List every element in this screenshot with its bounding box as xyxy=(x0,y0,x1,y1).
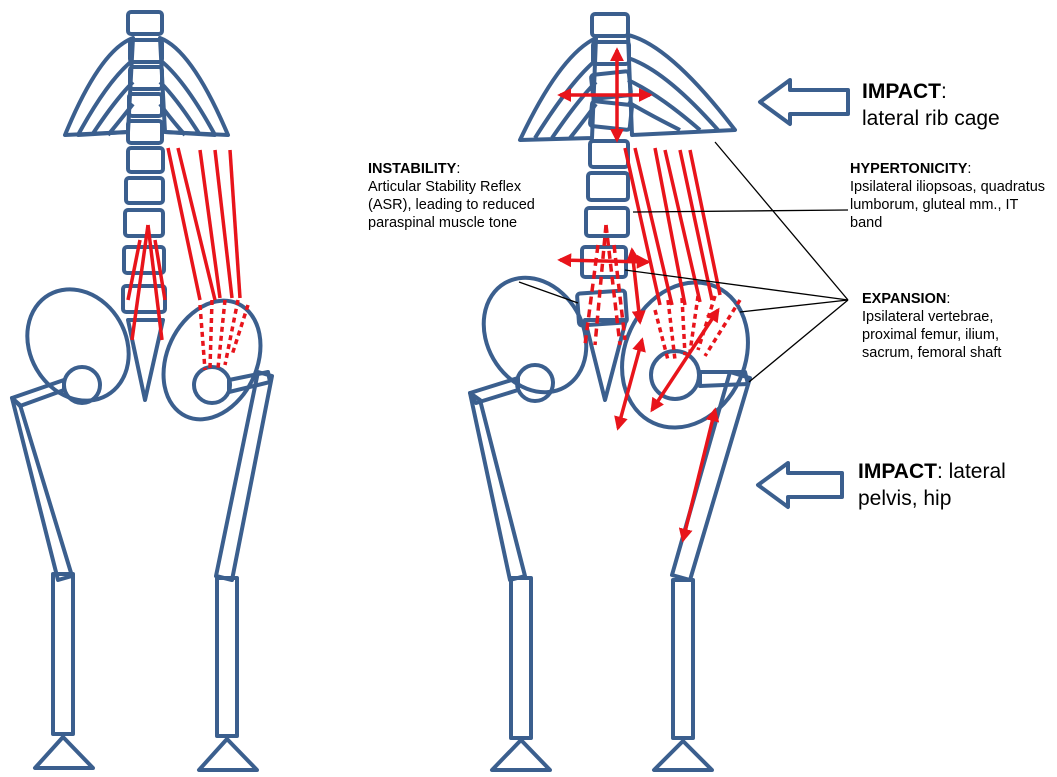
hypertonicity-title: HYPERTONICITY xyxy=(850,161,967,177)
hypertonicity-label: HYPERTONICITY: Ipsilateral iliopsoas, qu… xyxy=(850,160,1050,233)
expansion-text: Ipsilateral vertebrae, proximal femur, i… xyxy=(862,309,1001,361)
impact-rib-cage-label: IMPACT: lateral rib cage xyxy=(862,78,1052,133)
legs xyxy=(12,372,272,770)
impact-pelvis-label: IMPACT: lateral pelvis, hip xyxy=(858,458,1038,513)
muscles-normal xyxy=(128,148,248,370)
instability-label: INSTABILITY: Articular Stability Reflex … xyxy=(368,160,543,233)
spine-impacted xyxy=(577,14,632,326)
skeleton-normal xyxy=(7,12,279,770)
impact-pelvis-title: IMPACT xyxy=(858,460,937,483)
impact-rib-cage-text: lateral rib cage xyxy=(862,107,1000,130)
impact-arrow-pelvis xyxy=(758,463,842,507)
instability-title: INSTABILITY xyxy=(368,161,456,177)
femoral-shaft-expansion-arrow xyxy=(683,410,715,540)
expansion-title: EXPANSION xyxy=(862,291,946,307)
muscles-impacted xyxy=(585,148,740,360)
impact-arrow-rib-cage xyxy=(760,80,848,124)
expansion-label: EXPANSION: Ipsilateral vertebrae, proxim… xyxy=(862,290,1042,363)
hypertonicity-text: Ipsilateral iliopsoas, quadratus lumboru… xyxy=(850,179,1045,231)
impact-rib-cage-title: IMPACT xyxy=(862,80,941,103)
instability-text: Articular Stability Reflex (ASR), leadin… xyxy=(368,179,535,231)
